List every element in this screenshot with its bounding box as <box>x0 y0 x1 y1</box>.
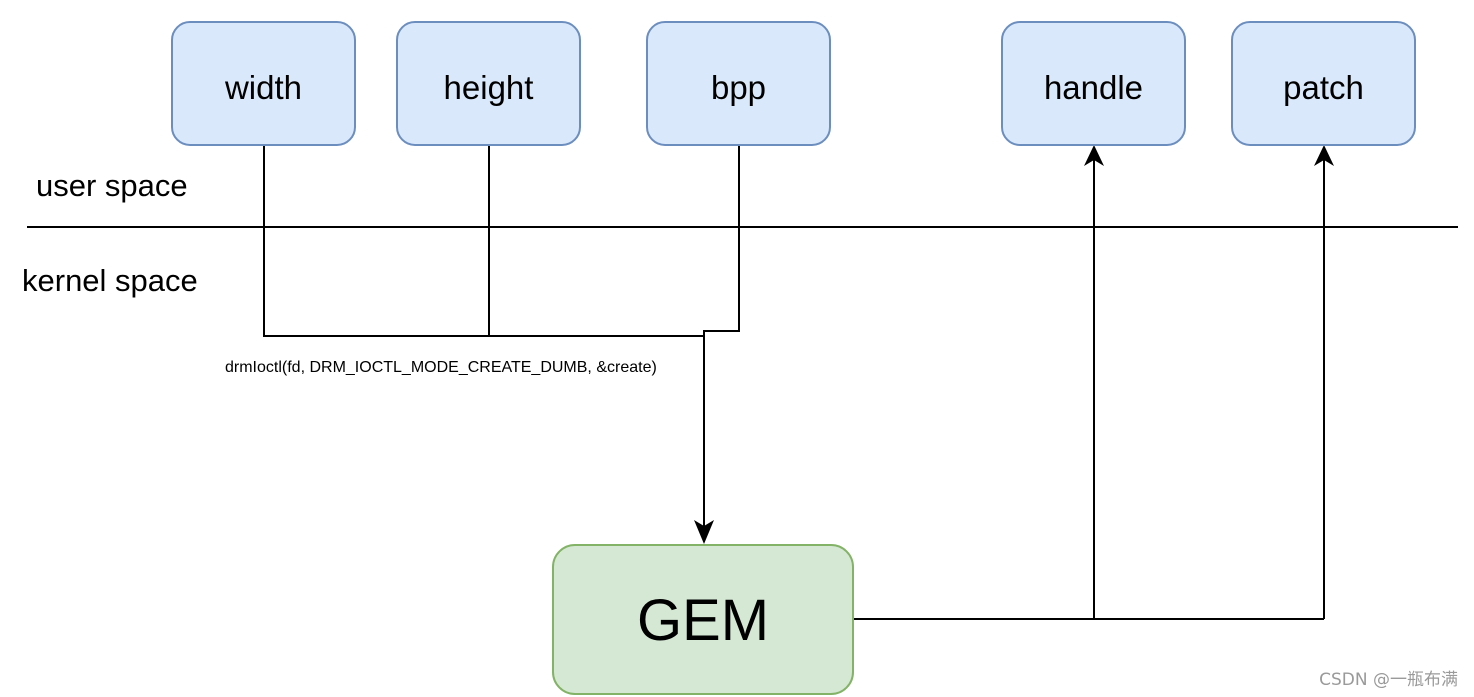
user-space-label: user space <box>36 168 188 203</box>
bpp-edge <box>703 145 740 530</box>
gem-input-arrowhead <box>694 520 714 544</box>
handle-box-label: handle <box>1044 69 1143 106</box>
gem-box: GEM <box>552 544 854 695</box>
height-box-label: height <box>444 69 534 106</box>
bpp-box: bpp <box>646 21 831 146</box>
handle-arrowhead <box>1084 145 1104 166</box>
patch-box-label: patch <box>1283 69 1364 106</box>
width-box: width <box>171 21 356 146</box>
gem-box-label: GEM <box>637 588 769 653</box>
kernel-space-label: kernel space <box>22 263 198 298</box>
handle-box: handle <box>1001 21 1186 146</box>
height-box: height <box>396 21 581 146</box>
ioctl-call-label: drmIoctl(fd, DRM_IOCTL_MODE_CREATE_DUMB,… <box>225 359 657 376</box>
width-box-label: width <box>224 69 302 106</box>
patch-arrowhead <box>1314 145 1334 166</box>
patch-box: patch <box>1231 21 1416 146</box>
bpp-box-label: bpp <box>711 69 766 106</box>
width-edge <box>263 145 704 337</box>
csdn-watermark: CSDN @一瓶布满 <box>1319 670 1458 690</box>
